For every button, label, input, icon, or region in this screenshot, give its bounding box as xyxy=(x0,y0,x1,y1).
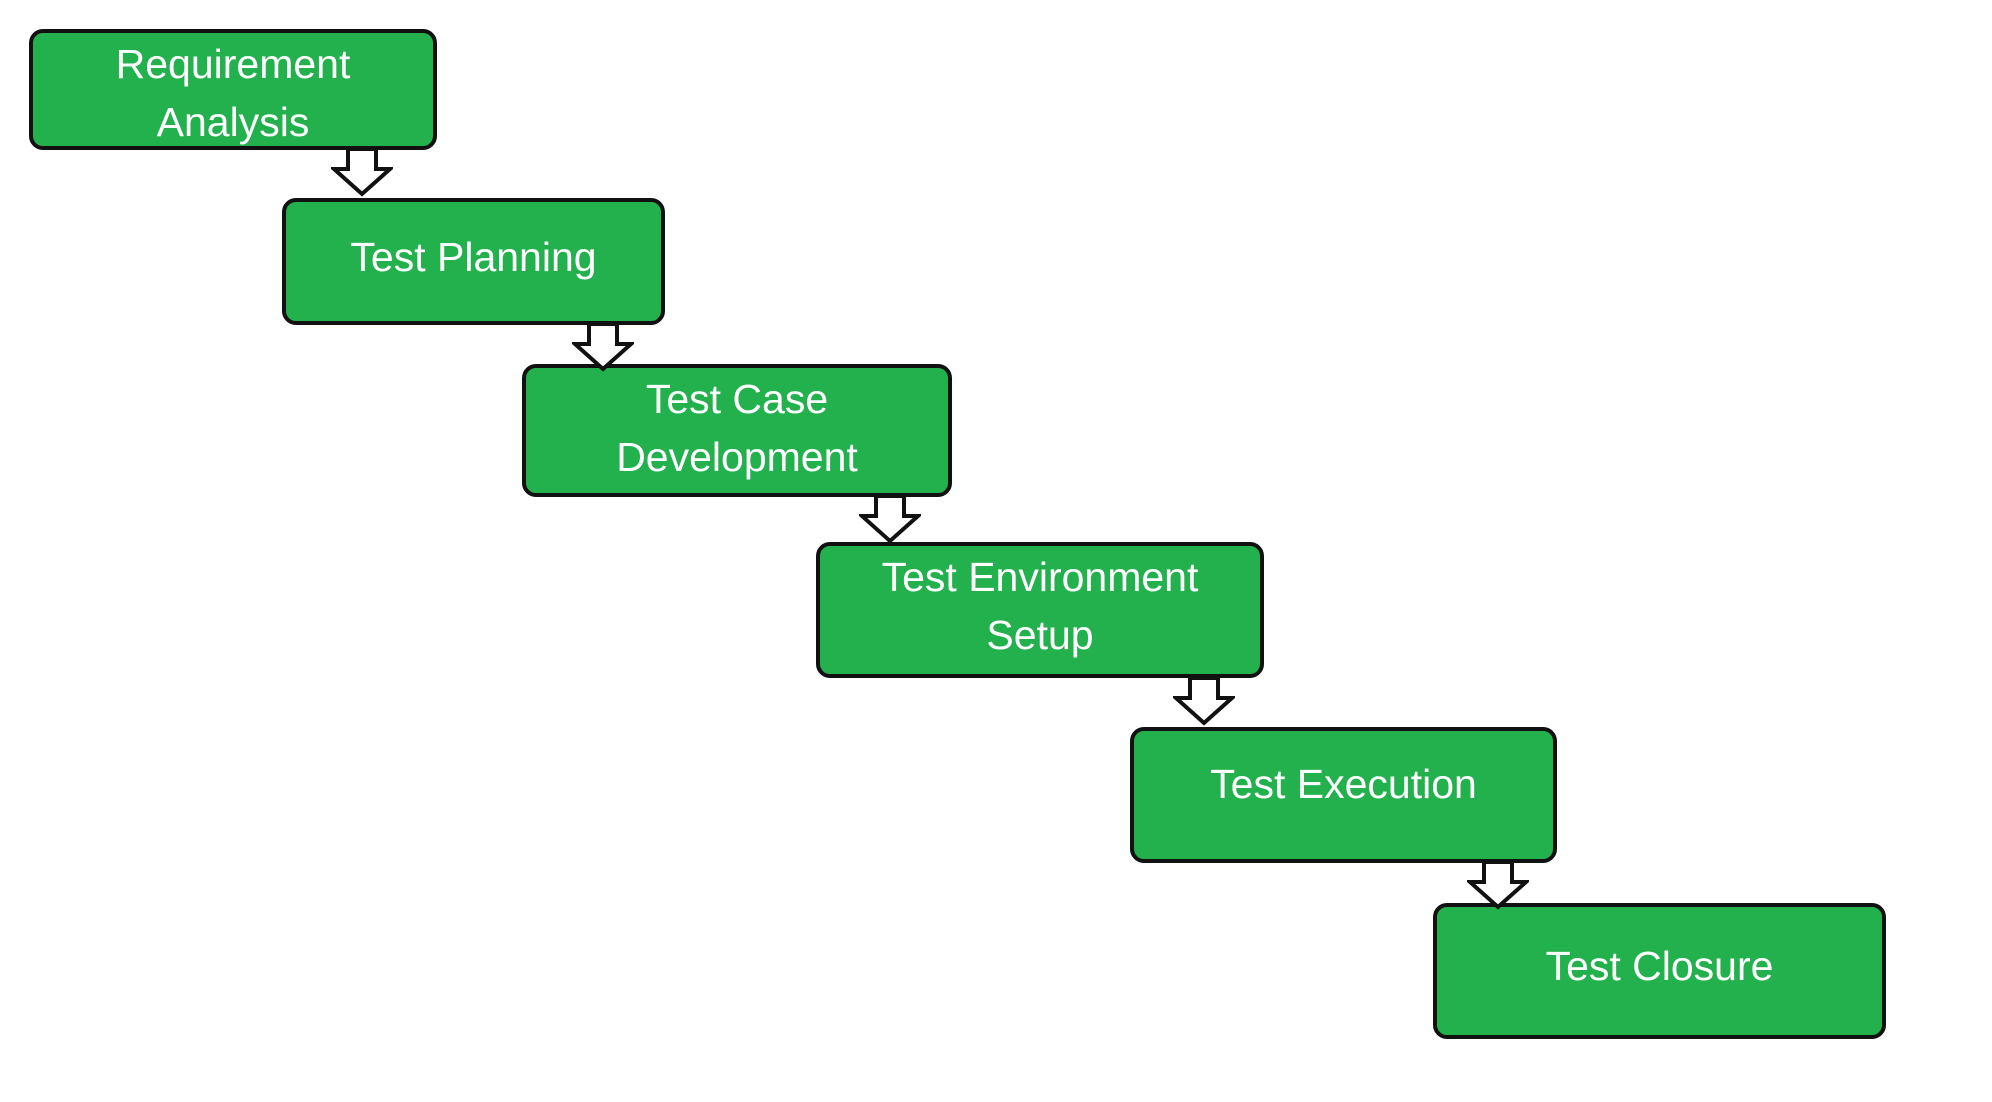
down-arrow-icon xyxy=(1467,860,1529,910)
down-arrow-icon xyxy=(859,494,921,544)
step-test-closure: Test Closure xyxy=(1433,903,1886,1039)
down-arrow-icon xyxy=(1173,676,1235,726)
step-label: Test Case Development xyxy=(616,376,858,480)
down-arrow-icon xyxy=(572,322,634,372)
step-label: Test Closure xyxy=(1545,943,1774,989)
down-arrow-icon xyxy=(331,147,393,197)
step-test-planning: Test Planning xyxy=(282,198,665,325)
step-label: Test Execution xyxy=(1210,761,1477,807)
step-label: Test Planning xyxy=(350,234,597,280)
step-requirement-analysis: Requirement Analysis xyxy=(29,29,437,150)
step-test-environment-setup: Test Environment Setup xyxy=(816,542,1264,678)
step-test-case-development: Test Case Development xyxy=(522,364,952,497)
step-label: Requirement Analysis xyxy=(115,41,351,145)
step-label: Test Environment Setup xyxy=(881,554,1199,658)
step-test-execution: Test Execution xyxy=(1130,727,1557,863)
